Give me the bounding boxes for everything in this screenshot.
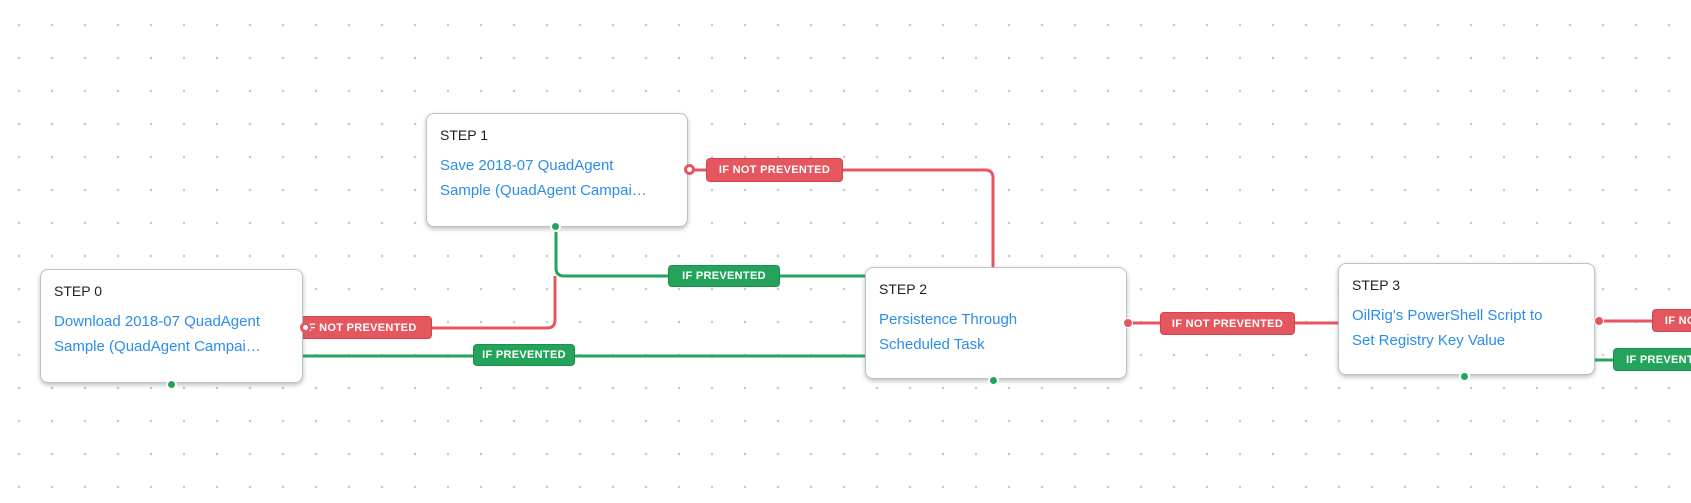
- connector-dot-step0-right-icon[interactable]: [300, 322, 311, 333]
- step-0-node[interactable]: STEP 0 Download 2018-07 QuadAgent Sample…: [40, 269, 303, 383]
- edge-step0-to-step1-not-prevented[interactable]: [300, 276, 557, 330]
- connector-dot-step3-right-icon[interactable]: [1594, 316, 1604, 326]
- step-link[interactable]: OilRig's PowerShell Script to Set Regist…: [1352, 303, 1581, 353]
- step-title: STEP 2: [879, 281, 927, 297]
- if-not-prevented-label-step3[interactable]: IF NOT PREVENTED: [1652, 309, 1691, 332]
- step-2-node[interactable]: STEP 2 Persistence Through Scheduled Tas…: [865, 267, 1127, 379]
- connector-dot-step1-bottom-icon[interactable]: [550, 221, 561, 232]
- if-prevented-label-step1[interactable]: IF PREVENTED: [668, 265, 780, 287]
- step-3-node[interactable]: STEP 3 OilRig's PowerShell Script to Set…: [1338, 263, 1595, 375]
- step-link-line-1[interactable]: Download 2018-07 QuadAgent: [54, 313, 260, 330]
- step-link-line-1[interactable]: Save 2018-07 QuadAgent: [440, 157, 614, 174]
- if-not-prevented-label-step1[interactable]: IF NOT PREVENTED: [706, 158, 843, 182]
- step-link-line-2[interactable]: Sample (QuadAgent Campai…: [54, 338, 261, 355]
- step-link-line-2[interactable]: Sample (QuadAgent Campai…: [440, 182, 647, 199]
- connector-dot-step1-right-icon[interactable]: [684, 164, 695, 175]
- edge-step1-to-step2-prevented[interactable]: [554, 227, 867, 278]
- step-title: STEP 0: [54, 283, 102, 299]
- step-link-line-1[interactable]: Persistence Through: [879, 311, 1018, 328]
- if-not-prevented-label-step2[interactable]: IF NOT PREVENTED: [1160, 312, 1295, 335]
- step-link-line-2[interactable]: Set Registry Key Value: [1352, 332, 1506, 349]
- connector-dot-step0-bottom-icon[interactable]: [166, 379, 177, 390]
- connector-dot-step2-bottom-icon[interactable]: [988, 375, 999, 386]
- connector-dot-step3-bottom-icon[interactable]: [1459, 371, 1470, 382]
- if-prevented-label-step0[interactable]: IF PREVENTED: [473, 344, 575, 366]
- step-title: STEP 3: [1352, 277, 1400, 293]
- if-prevented-label-step3[interactable]: IF PREVENTED: [1613, 348, 1691, 371]
- step-link-line-2[interactable]: Scheduled Task: [879, 336, 985, 353]
- edge-step1-to-step2-not-prevented[interactable]: [688, 168, 995, 268]
- step-title: STEP 1: [440, 127, 488, 143]
- connector-dot-step2-right-icon[interactable]: [1123, 318, 1133, 328]
- step-link[interactable]: Download 2018-07 QuadAgent Sample (QuadA…: [54, 309, 289, 359]
- step-link[interactable]: Save 2018-07 QuadAgent Sample (QuadAgent…: [440, 153, 674, 203]
- step-link-line-1[interactable]: OilRig's PowerShell Script to: [1352, 307, 1543, 324]
- step-1-node[interactable]: STEP 1 Save 2018-07 QuadAgent Sample (Qu…: [426, 113, 688, 227]
- step-link[interactable]: Persistence Through Scheduled Task: [879, 307, 1113, 357]
- if-not-prevented-label-step0[interactable]: IF NOT PREVENTED: [290, 316, 432, 339]
